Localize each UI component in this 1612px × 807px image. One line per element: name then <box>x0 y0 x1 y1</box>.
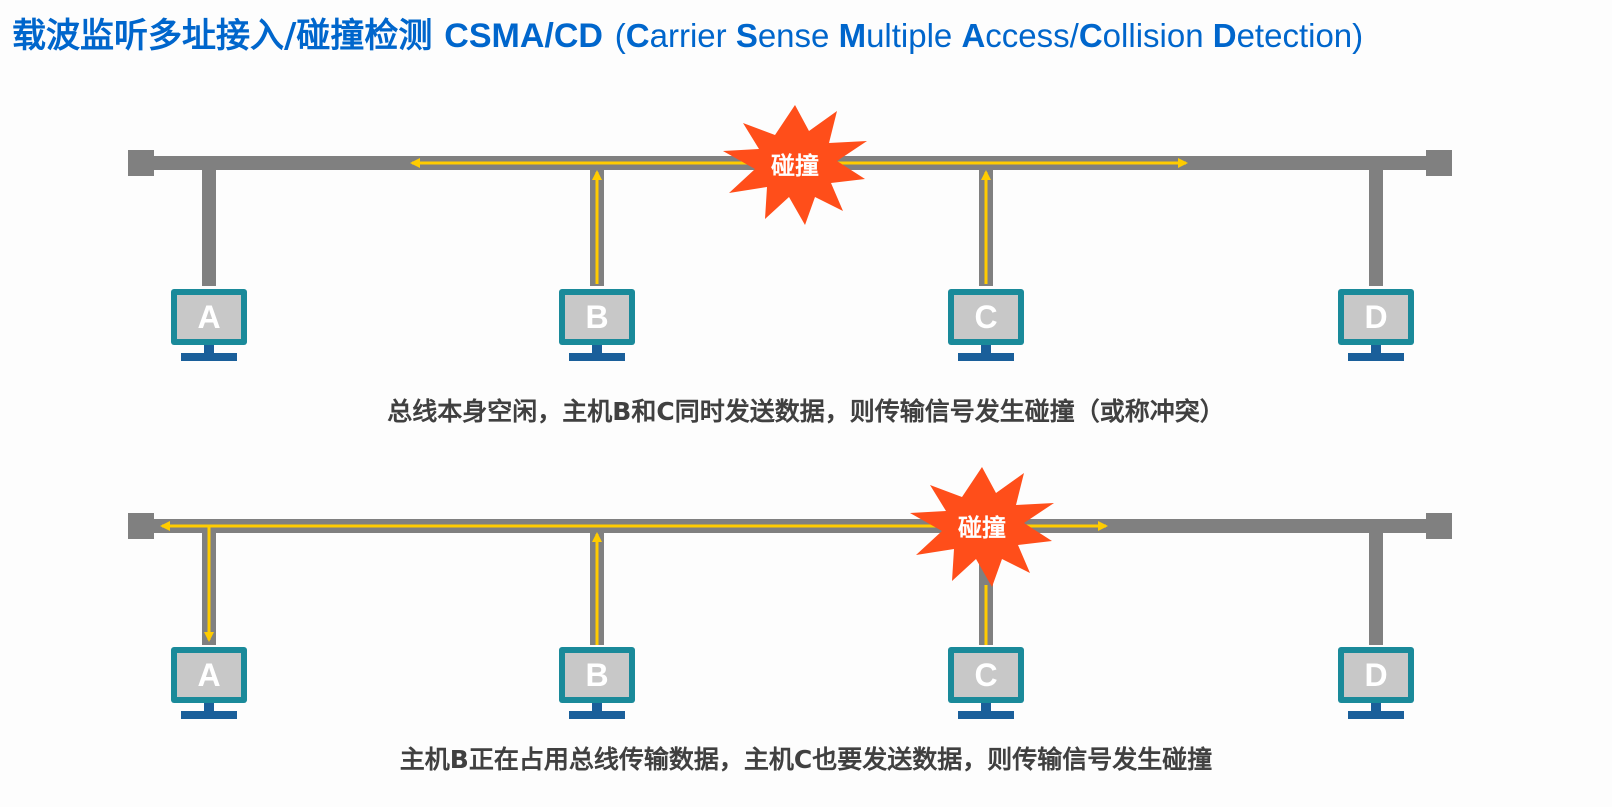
title-full-part: ultiple <box>866 17 962 54</box>
collision-burst-2: 碰撞 <box>910 467 1054 587</box>
title-full-part: arrier <box>649 17 736 54</box>
title-full-part: S <box>735 17 758 54</box>
host-label-b: B <box>585 299 608 335</box>
host-label-a: A <box>197 657 220 693</box>
host-label-d: D <box>1364 657 1387 693</box>
host-d: D <box>1338 289 1414 361</box>
host-d: D <box>1338 647 1414 719</box>
collision-burst-1: 碰撞 <box>723 105 867 225</box>
title-full-part: M <box>838 17 867 54</box>
title-chinese: 载波监听多址接入/碰撞检测 <box>12 16 433 56</box>
host-label-d: D <box>1364 299 1387 335</box>
bus-terminator-right <box>1426 150 1452 176</box>
title-abbreviation: CSMA/CD <box>444 17 603 55</box>
host-b: B <box>559 647 635 719</box>
host-c: C <box>948 647 1024 719</box>
title-full-part: ollision <box>1102 17 1213 54</box>
bus-terminator-left <box>128 150 154 176</box>
host-c: C <box>948 289 1024 361</box>
title-full-part: A <box>961 17 986 54</box>
bus-terminator-left <box>128 513 154 539</box>
title-full-part: ccess/ <box>985 17 1079 54</box>
scenario-1-caption: 总线本身空闲，主机B和C同时发送数据，则传输信号发生碰撞（或称冲突） <box>387 397 1225 426</box>
collision-label-1: 碰撞 <box>771 152 819 180</box>
host-label-c: C <box>974 299 997 335</box>
title-full-part: D <box>1212 17 1237 54</box>
signal-b <box>410 158 760 284</box>
host-a: A <box>171 289 247 361</box>
bus-terminator-right <box>1426 513 1452 539</box>
title-full-part: C <box>625 17 650 54</box>
signal-c <box>830 158 1188 284</box>
drop-line-a <box>202 170 216 286</box>
scenario-2: 碰撞 A B C <box>128 467 1452 719</box>
title-full-part: ense <box>757 17 839 54</box>
title-full-part: ( <box>614 17 626 54</box>
host-label-c: C <box>974 657 997 693</box>
host-label-a: A <box>197 299 220 335</box>
host-b: B <box>559 289 635 361</box>
scenario-1: 碰撞 A B C <box>128 105 1452 361</box>
signal-b-2 <box>160 521 1108 645</box>
scenario-2-caption: 主机B正在占用总线传输数据，主机C也要发送数据，则传输信号发生碰撞 <box>399 745 1213 774</box>
title-full-name: (Carrier Sense Multiple Access/Collision… <box>615 17 1363 54</box>
drop-line-d <box>1369 533 1383 645</box>
host-a: A <box>171 647 247 719</box>
collision-label-2: 碰撞 <box>958 514 1006 542</box>
drop-line-d <box>1369 170 1383 286</box>
host-label-b: B <box>585 657 608 693</box>
page-title: 载波监听多址接入/碰撞检测 CSMA/CD (Carrier Sense Mul… <box>12 14 1363 58</box>
title-full-part: C <box>1078 17 1103 54</box>
title-full-part: etection) <box>1236 17 1364 54</box>
